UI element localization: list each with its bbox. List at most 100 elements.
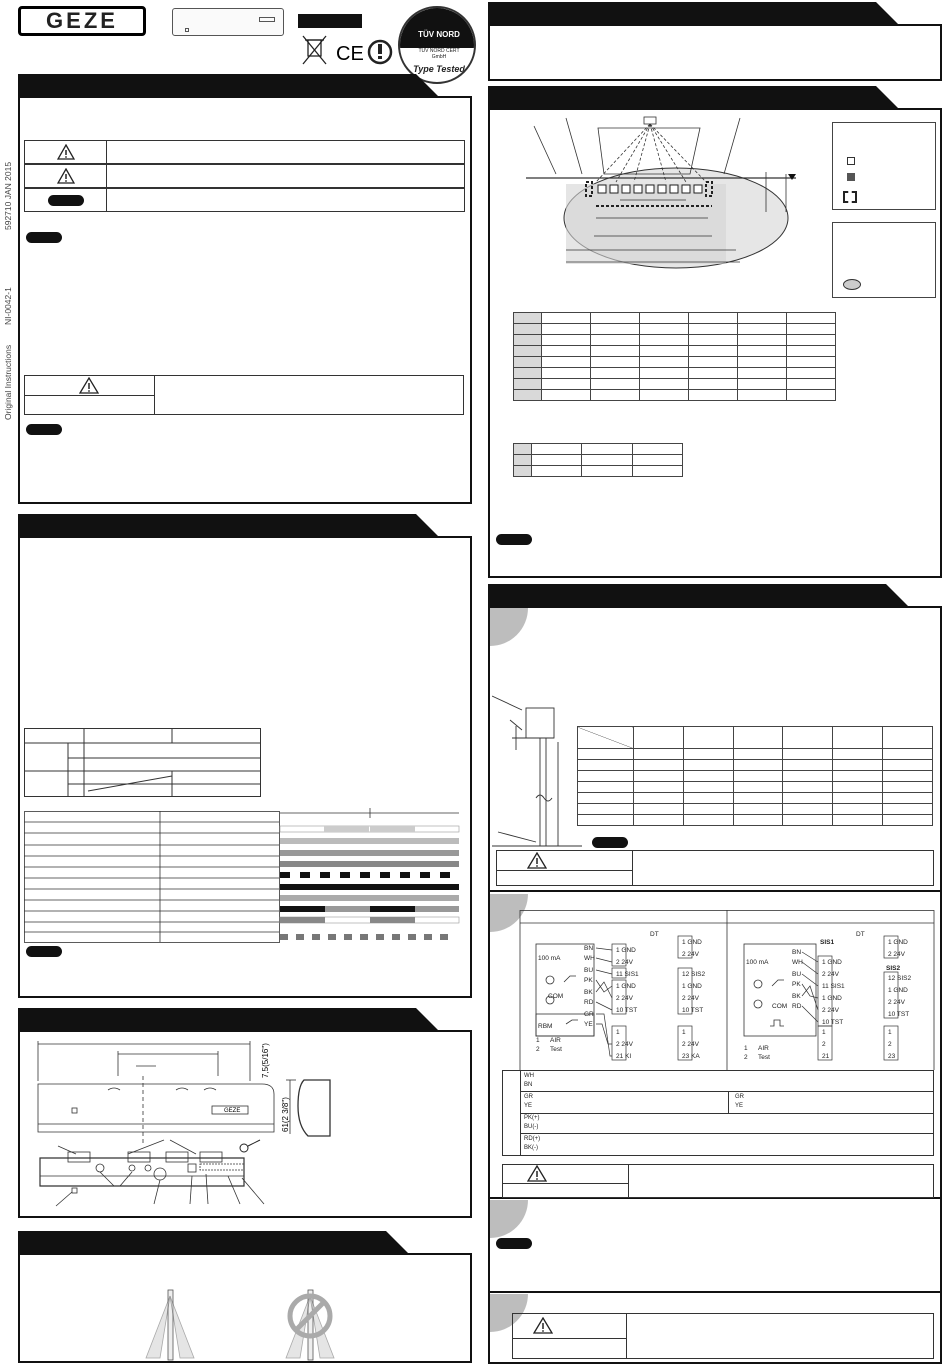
wire-wh-right: WH [792,959,803,966]
section-intended-use-panel [488,24,942,81]
note-pill-icon [496,1238,532,1249]
note-pill-icon [47,194,84,206]
legend-pk: PK(+) [524,1115,540,1121]
terminal-r-e2: 2 [822,1041,826,1048]
note-pill-icon [496,534,532,545]
wire-wh-left: WH [584,955,595,962]
section-header-dimensions [18,1008,440,1032]
terminal-l-b6: 10 TST [682,1007,703,1014]
legend-ye: YE [524,1103,533,1109]
section-mounting-panel [18,1253,472,1363]
wire-legend-table: WH BN GR YE PK(+) BU(-) RD(+) BK(-) GR Y… [502,1070,934,1156]
com-label-right: COM [772,1003,787,1010]
terminal-l-b5: 2 24V [682,995,700,1002]
terminal-r-a2: 2 24V [822,971,840,978]
button-shape-icon [843,279,861,290]
terminal-ki-1: 1 [616,1029,620,1036]
key-icon [239,1139,261,1153]
section-installation-panel [488,606,942,1364]
com-label-left: COM [548,993,563,1000]
dt-label-left: DT [650,931,659,938]
dt-label-right: DT [856,931,865,938]
terminal-r-b3: 12 SIS2 [888,975,912,982]
legend-dashed-square-icon [843,191,857,203]
settings-legend-box [832,222,936,298]
wire-bn-left: BN [584,945,593,952]
terminal-r-a5: 2 24V [822,1007,840,1014]
terminal-r-a3: 11 SIS1 [822,983,845,990]
terminal-l-a3: 11 SIS1 [616,971,639,978]
current-label-right: 100 mA [746,959,769,966]
note-pill-icon [592,837,628,848]
warning-row-caution [24,164,465,188]
section-header-intended-use [488,2,900,26]
legend-bk: BK(-) [524,1145,538,1151]
terminal-r-b2: 2 24V [888,951,906,958]
note-pill-icon [26,946,62,957]
compliance-marks: CE [302,35,393,65]
legend-right-gr: GR [735,1094,744,1100]
detection-small-table [513,443,684,477]
air-label-left: AIR [550,1037,561,1044]
wire-ye-left: YE [584,1021,593,1028]
device-dimension-drawing: GEZE 7,5(5/16") 61(2 3/8") [37,1041,331,1207]
dimension-height-label: 7,5(5/16") [261,1043,270,1078]
warning-box-installation [24,375,464,415]
detection-field-diagram [526,116,796,269]
section-description-panel [18,536,472,998]
section-header-safety [18,74,440,98]
section-header-description [18,514,440,538]
terminal-l-a2: 2 24V [616,959,634,966]
led-signal-table [24,808,460,943]
prohibited-icon [287,1293,333,1339]
section-header-mounting [18,1231,410,1255]
terminal-ka-3: 23 KA [682,1053,700,1060]
legend-empty-square-icon [847,157,855,165]
mounting-height-table [577,726,933,826]
terminal-l-a5: 2 24V [616,995,634,1002]
geze-logo: GEZE [18,6,146,36]
terminal-r-e3: 21 [822,1053,830,1060]
wire-pk-left: PK [584,977,593,984]
led-mode-table [24,728,261,797]
sensor-device-illustration [172,8,284,36]
terminal-r-f1: 1 [888,1029,892,1036]
current-label-left: 100 mA [538,955,561,962]
terminal-ka-1: 1 [682,1029,686,1036]
legend-wh: WH [524,1073,534,1079]
air-number-right: 1 [744,1045,748,1052]
dimension-depth-label: 61(2 3/8") [281,1097,290,1132]
legend-filled-square-icon [847,173,855,181]
test-label-right: Test [758,1054,770,1061]
side-margin-text: 592710 JAN 2015 NI-0042-1 Original Instr… [3,161,13,420]
warning-box-commissioning [512,1313,934,1359]
section-header-detection-field [488,86,900,110]
terminal-ki-3: 21 KI [616,1053,631,1060]
legend-rd: RD(+) [524,1136,541,1142]
legend-bn: BN [524,1082,533,1088]
terminal-r-b5: 2 24V [888,999,906,1006]
warning-row-danger [24,140,465,164]
sis2-label: SIS2 [886,965,900,972]
warning-triangle-icon [527,1165,547,1182]
wire-pk-right: PK [792,981,801,988]
ce-mark-icon: CE [336,43,364,65]
note-pill-icon [26,232,62,243]
terminal-r-b6: 10 TST [888,1011,909,1018]
product-label-box [298,14,362,28]
warning-triangle-icon [527,852,547,869]
legend-right-ye: YE [735,1103,744,1109]
warning-box-mounting [496,850,934,886]
weee-bin-icon [302,35,327,65]
terminal-r-e1: 1 [822,1029,826,1036]
wire-bn-right: BN [792,949,801,956]
test-number-left: 2 [536,1046,540,1053]
wire-bk-left: BK [584,989,593,996]
terminal-r-a6: 10 TST [822,1019,843,1026]
warning-triangle-icon [79,377,99,394]
warning-triangle-icon [533,1317,553,1334]
terminal-ka-2: 2 24V [682,1041,700,1048]
wire-rd-right: RD [792,1003,802,1010]
test-label-left: Test [550,1046,562,1053]
